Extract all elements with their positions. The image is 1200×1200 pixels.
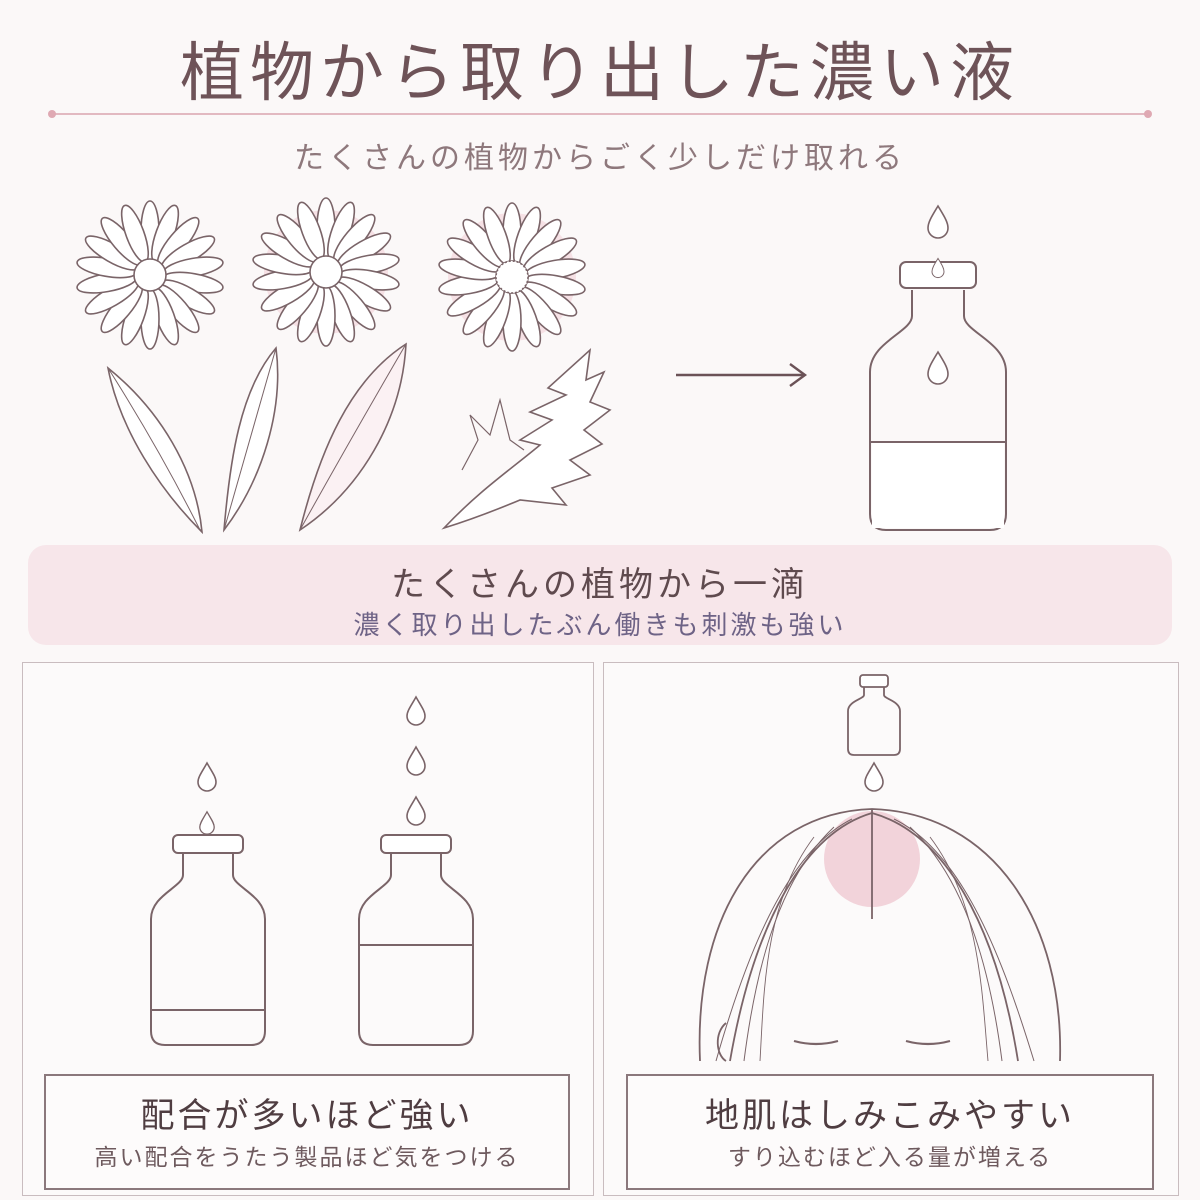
page-subtitle: たくさんの植物からごく少しだけ取れる [294,141,906,176]
oil-drop-icon [864,761,884,792]
essential-oil-bottle-icon [358,834,474,1046]
title-divider [48,110,1152,118]
oil-drop-icon [927,205,949,239]
essential-oil-bottle-icon [847,674,901,756]
left-caption-box: 配合が多いほど強い 高い配合をうたう製品ほど気をつける [44,1074,570,1190]
summary-main-text: たくさんの植物から一滴 [391,565,809,605]
essential-oil-bottle-icon [150,834,266,1046]
daisy-flower-icon [74,200,226,350]
leaf-icon [106,365,204,535]
arrow-right-icon [676,363,808,387]
right-caption-main: 地肌はしみこみやすい [705,1096,1075,1136]
woman-head-icon [698,808,1061,1062]
plants-to-oil-illustration [74,197,1007,535]
leaf-icon [441,347,612,530]
right-caption-box: 地肌はしみこみやすい すり込むほど入る量が増える [626,1074,1154,1190]
scalp-illustration [698,674,1061,1062]
left-caption-sub: 高い配合をうたう製品ほど気をつける [94,1145,520,1171]
summary-sub-text: 濃く取り出したぶん働きも刺激も強い [353,611,847,641]
oil-drop-icon [406,796,426,826]
daisy-flower-icon [436,202,588,352]
essential-oil-bottle-icon [869,261,1007,531]
left-caption-main: 配合が多いほど強い [140,1096,474,1136]
daisy-flower-icon [250,197,402,347]
page-title: 植物から取り出した濃い液 [180,37,1020,111]
oil-drop-icon [927,351,949,385]
bottles-comparison-illustration [150,696,474,1046]
right-caption-sub: すり込むほど入る量が増える [727,1145,1053,1171]
oil-drop-icon [197,762,217,792]
summary-band: たくさんの植物から一滴 濃く取り出したぶん働きも刺激も強い [28,545,1172,645]
oil-drop-icon [406,746,426,776]
oil-drop-icon [199,811,215,835]
oil-drop-icon [406,696,426,726]
